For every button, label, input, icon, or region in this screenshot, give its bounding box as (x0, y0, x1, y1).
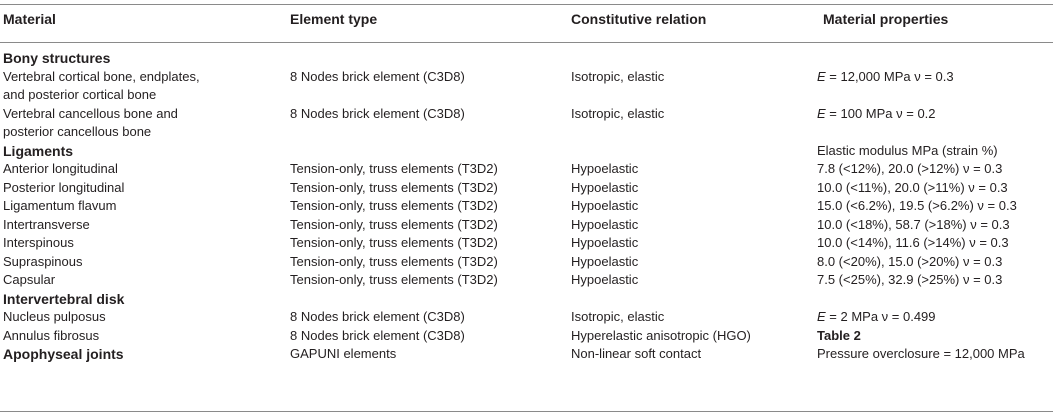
constitutive-cell: Hypoelastic (571, 161, 639, 176)
constitutive-cell: Hypoelastic (571, 253, 639, 269)
header-material-properties: Material properties (823, 11, 949, 27)
table-row: Anterior longitudinal Tension-only, trus… (0, 160, 1053, 179)
properties-cell: E = 2 MPa ν = 0.499 (817, 308, 936, 327)
table-top-rule (0, 4, 1053, 5)
constitutive-cell: Non-linear soft contact (571, 346, 702, 361)
header-material: Material (3, 11, 56, 27)
constitutive-cell: Isotropic, elastic (571, 309, 665, 324)
constitutive-cell: Isotropic, elastic (571, 105, 665, 121)
modulus-symbol: E (817, 309, 826, 324)
properties-value: = 12,000 MPa ν = 0.3 (825, 68, 954, 84)
table-row: Supraspinous Tension-only, truss element… (0, 253, 1053, 272)
material-cell: Supraspinous (3, 253, 83, 269)
table-row: Vertebral cortical bone, endplates, and … (0, 68, 1053, 105)
properties-cell: 8.0 (<20%), 15.0 (>20%) ν = 0.3 (817, 253, 1003, 269)
constitutive-cell: Hypoelastic (571, 179, 639, 195)
modulus-symbol: E (817, 105, 826, 121)
section-row: Intervertebral disk (0, 290, 1053, 309)
properties-cell: E = 100 MPa ν = 0.2 (817, 105, 936, 124)
element-type-cell: Tension-only, truss elements (T3D2) (290, 272, 498, 287)
properties-cell: Elastic modulus MPa (strain %) (817, 142, 998, 158)
table-bottom-rule (0, 411, 1053, 412)
material-cell: Annulus fibrosus (3, 327, 100, 343)
material-cell: Vertebral cortical bone, endplates, and … (3, 68, 200, 105)
section-title: Ligaments (3, 142, 74, 159)
section-title: Intervertebral disk (3, 290, 125, 307)
material-cell: Interspinous (3, 235, 74, 250)
material-cell: Intertransverse (3, 216, 90, 232)
properties-cell: 7.8 (<12%), 20.0 (>12%) ν = 0.3 (817, 161, 1003, 176)
table-row: Ligamentum flavum Tension-only, truss el… (0, 197, 1053, 216)
header-element-type: Element type (290, 11, 378, 27)
material-cell: Anterior longitudinal (3, 161, 118, 176)
element-type-cell: Tension-only, truss elements (T3D2) (290, 216, 498, 232)
constitutive-cell: Hypoelastic (571, 272, 639, 287)
material-line-1: Vertebral cancellous bone and (3, 105, 178, 121)
material-line-1: Vertebral cortical bone, endplates, (3, 68, 200, 84)
table-row: Interspinous Tension-only, truss element… (0, 234, 1053, 253)
material-cell: Capsular (3, 272, 56, 287)
properties-cell: 7.5 (<25%), 32.9 (>25%) ν = 0.3 (817, 272, 1003, 287)
element-type-cell: Tension-only, truss elements (T3D2) (290, 179, 498, 195)
section-title: Apophyseal joints (3, 346, 124, 362)
table-row: Vertebral cancellous bone and posterior … (0, 105, 1053, 142)
section-title: Bony structures (3, 50, 111, 66)
table-row: Posterior longitudinal Tension-only, tru… (0, 179, 1053, 198)
element-type-cell: 8 Nodes brick element (C3D8) (290, 68, 465, 84)
element-type-cell: Tension-only, truss elements (T3D2) (290, 235, 498, 250)
table-row: Nucleus pulposus 8 Nodes brick element (… (0, 308, 1053, 327)
section-row: Apophyseal joints GAPUNI elements Non-li… (0, 345, 1053, 364)
element-type-cell: 8 Nodes brick element (C3D8) (290, 327, 465, 343)
properties-cell: E = 12,000 MPa ν = 0.3 (817, 68, 954, 87)
material-cell: Ligamentum flavum (3, 198, 117, 213)
section-row: Ligaments Elastic modulus MPa (strain %) (0, 142, 1053, 161)
properties-value: = 100 MPa ν = 0.2 (825, 105, 936, 121)
header-constitutive-relation: Constitutive relation (571, 11, 707, 27)
material-cell: Posterior longitudinal (3, 179, 125, 195)
modulus-symbol: E (817, 68, 826, 84)
section-row: Bony structures (0, 49, 1053, 68)
constitutive-cell: Hypoelastic (571, 235, 639, 250)
material-cell: Vertebral cancellous bone and posterior … (3, 105, 178, 142)
element-type-cell: 8 Nodes brick element (C3D8) (290, 309, 465, 324)
constitutive-cell: Hypoelastic (571, 216, 639, 232)
table-row: Capsular Tension-only, truss elements (T… (0, 271, 1053, 290)
properties-cell: Pressure overclosure = 12,000 MPa (817, 346, 1025, 361)
table-row: Intertransverse Tension-only, truss elem… (0, 216, 1053, 235)
material-line-2: posterior cancellous bone (3, 124, 152, 139)
material-cell: Nucleus pulposus (3, 309, 106, 324)
material-line-2: and posterior cortical bone (3, 87, 157, 102)
properties-cell: 10.0 (<11%), 20.0 (>11%) ν = 0.3 (817, 179, 1008, 195)
element-type-cell: Tension-only, truss elements (T3D2) (290, 253, 498, 269)
constitutive-cell: Hypoelastic (571, 198, 639, 213)
properties-value: = 2 MPa ν = 0.499 (825, 309, 936, 324)
constitutive-cell: Hyperelastic anisotropic (HGO) (571, 327, 751, 343)
properties-cell: 10.0 (<14%), 11.6 (>14%) ν = 0.3 (817, 235, 1009, 250)
properties-cell: 10.0 (<18%), 58.7 (>18%) ν = 0.3 (817, 216, 1010, 232)
properties-cell: 15.0 (<6.2%), 19.5 (>6.2%) ν = 0.3 (817, 198, 1017, 213)
element-type-cell: Tension-only, truss elements (T3D2) (290, 198, 498, 213)
element-type-cell: Tension-only, truss elements (T3D2) (290, 161, 498, 176)
table-body: Bony structures Vertebral cortical bone,… (0, 49, 1053, 364)
element-type-cell: GAPUNI elements (290, 346, 397, 361)
element-type-cell: 8 Nodes brick element (C3D8) (290, 105, 465, 121)
table-reference-link[interactable]: Table 2 (817, 327, 861, 343)
header-rule (0, 42, 1053, 43)
constitutive-cell: Isotropic, elastic (571, 68, 665, 84)
table-row: Annulus fibrosus 8 Nodes brick element (… (0, 327, 1053, 346)
